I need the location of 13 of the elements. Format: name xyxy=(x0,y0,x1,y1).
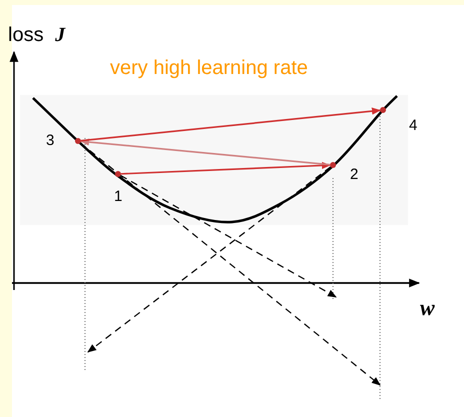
step-number: 2 xyxy=(350,166,358,183)
arrow xyxy=(80,138,330,166)
chart-title: very high learning rate xyxy=(110,57,308,80)
dashed-arrow xyxy=(120,174,337,298)
dashed-arrow xyxy=(80,142,381,386)
y-axis-label: loss J xyxy=(8,24,66,47)
step-number: 3 xyxy=(46,132,54,149)
step-number: 1 xyxy=(114,188,122,205)
arrow xyxy=(80,108,381,142)
dashed-arrow xyxy=(87,166,331,353)
arrow xyxy=(120,162,331,175)
x-axis-label: w xyxy=(420,295,435,321)
step-number: 4 xyxy=(409,117,418,134)
